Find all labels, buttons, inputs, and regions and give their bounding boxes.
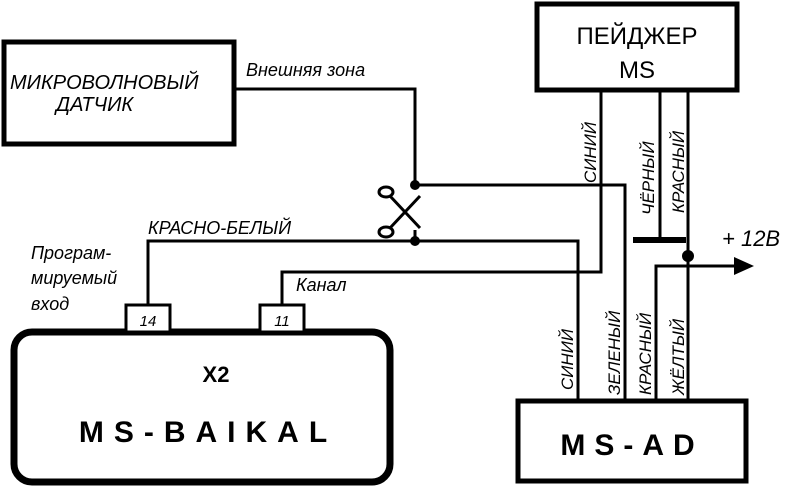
sensor-label-line1: МИКРОВОЛНОВЫЙ: [10, 71, 199, 94]
arrow-right-icon: [734, 257, 754, 275]
ad-red-label: КРАСНЫЙ: [635, 312, 655, 395]
pager-blue-label: СИНИЙ: [580, 121, 600, 183]
ad-blue-label: СИНИЙ: [557, 328, 577, 390]
ad-green-label: ЗЕЛЕНЫЙ: [604, 310, 624, 395]
ms-ad-block: MS-AD: [515, 398, 749, 484]
pager-red-label: КРАСНЫЙ: [668, 130, 688, 213]
baikal-title: MS-BAIKAL: [79, 416, 337, 449]
external-zone-label: Внешняя зона: [246, 60, 365, 80]
pin-14-label: 14: [140, 313, 157, 330]
junction-dot-plus12v: [682, 250, 694, 262]
prog-input-label-1: Програм-: [31, 243, 111, 263]
pager-label-line2: MS: [619, 57, 655, 84]
pin-11-label: 11: [274, 313, 290, 330]
channel-label: Канал: [296, 275, 346, 295]
wire-red-white: [146, 239, 580, 401]
wire-ad-red: [654, 264, 688, 401]
sensor-label-line2: ДАТЧИК: [54, 94, 134, 116]
wire-channel: [280, 90, 603, 305]
microwave-sensor-block: МИКРОВОЛНОВЫЙ ДАТЧИК: [1, 39, 237, 147]
pager-black-label: ЧЁРНЫЙ: [638, 141, 658, 215]
junction-dot-upper: [410, 180, 420, 190]
ad-title: MS-AD: [560, 429, 703, 462]
prog-input-label-3: вход: [31, 294, 69, 314]
prog-input-label-2: мируемый: [31, 268, 117, 288]
pager-label-line1: ПЕЙДЖЕР: [577, 22, 698, 50]
pager-block: ПЕЙДЖЕР MS: [534, 1, 740, 93]
pin-11-connector: [258, 303, 306, 334]
wire-external-zone: [234, 87, 417, 185]
plus12v-label: + 12В: [722, 226, 780, 251]
wire-ad-green: [601, 183, 627, 401]
junction-dot-lower: [410, 236, 420, 246]
wires: [146, 87, 754, 401]
ms-baikal-block: X2 MS-BAIKAL 14 11: [10, 303, 394, 486]
ad-yellow-label: ЖЁЛТЫЙ: [668, 318, 688, 396]
baikal-subtitle: X2: [203, 362, 230, 387]
red-white-label: КРАСНО-БЕЛЫЙ: [148, 217, 291, 238]
scissors-icon: [377, 185, 422, 239]
